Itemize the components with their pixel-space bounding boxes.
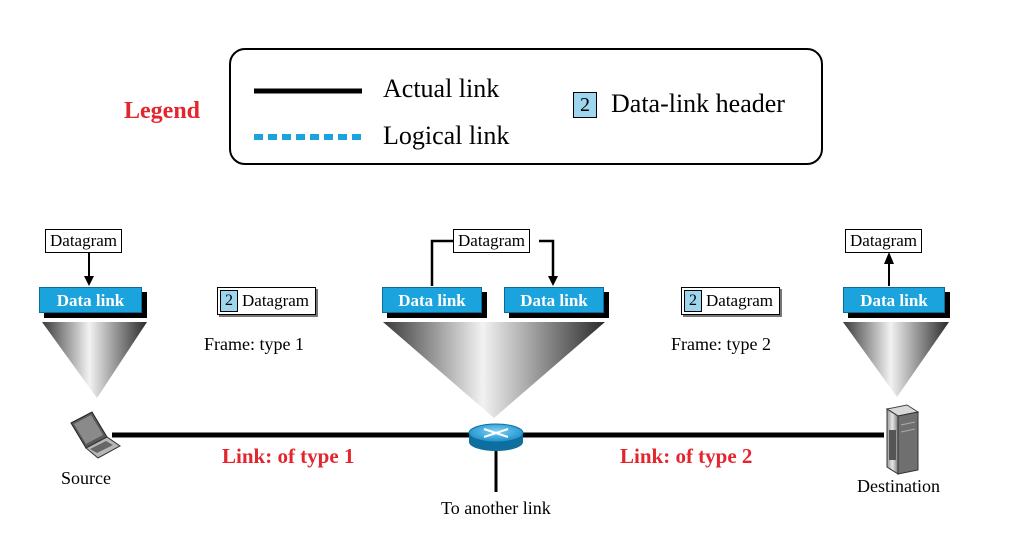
frame-2-caption: Frame: type 2 xyxy=(671,334,771,354)
source-funnel xyxy=(42,322,147,398)
legend-header-label: Data-link header xyxy=(611,89,785,118)
router-icon xyxy=(468,423,524,451)
legend-box xyxy=(229,48,823,165)
router-data-link-left: Data link xyxy=(382,287,482,313)
link-type-1-label: Link: of type 1 xyxy=(222,444,355,468)
router-funnel xyxy=(383,322,605,418)
frame-1-caption: Frame: type 1 xyxy=(204,334,304,354)
router-datagram: Datagram xyxy=(453,229,531,253)
router-label: To another link xyxy=(441,498,551,518)
destination-label: Destination xyxy=(857,476,940,496)
legend-header-box: 2 xyxy=(573,92,597,118)
legend-title: Legend xyxy=(124,98,201,124)
laptop-icon xyxy=(70,411,121,459)
destination-datagram: Datagram xyxy=(845,229,923,253)
router-data-link-right: Data link xyxy=(504,287,604,313)
server-icon xyxy=(885,404,920,475)
source-data-link: Data link xyxy=(39,287,142,313)
frame-type-2: 2 Datagram xyxy=(681,287,781,315)
legend-logical-link-label: Logical link xyxy=(383,121,510,150)
source-label: Source xyxy=(61,468,111,488)
destination-funnel xyxy=(843,322,949,397)
frame-2-header: 2 xyxy=(684,290,702,312)
frame-1-header: 2 xyxy=(220,290,238,312)
source-datagram: Datagram xyxy=(45,229,123,253)
frame-type-1: 2 Datagram xyxy=(217,287,317,315)
legend-actual-link-label: Actual link xyxy=(383,74,500,103)
frame-2-payload: Datagram xyxy=(706,291,774,310)
link-type-2-label: Link: of type 2 xyxy=(620,444,753,468)
destination-data-link: Data link xyxy=(843,287,945,313)
frame-1-payload: Datagram xyxy=(242,291,310,310)
